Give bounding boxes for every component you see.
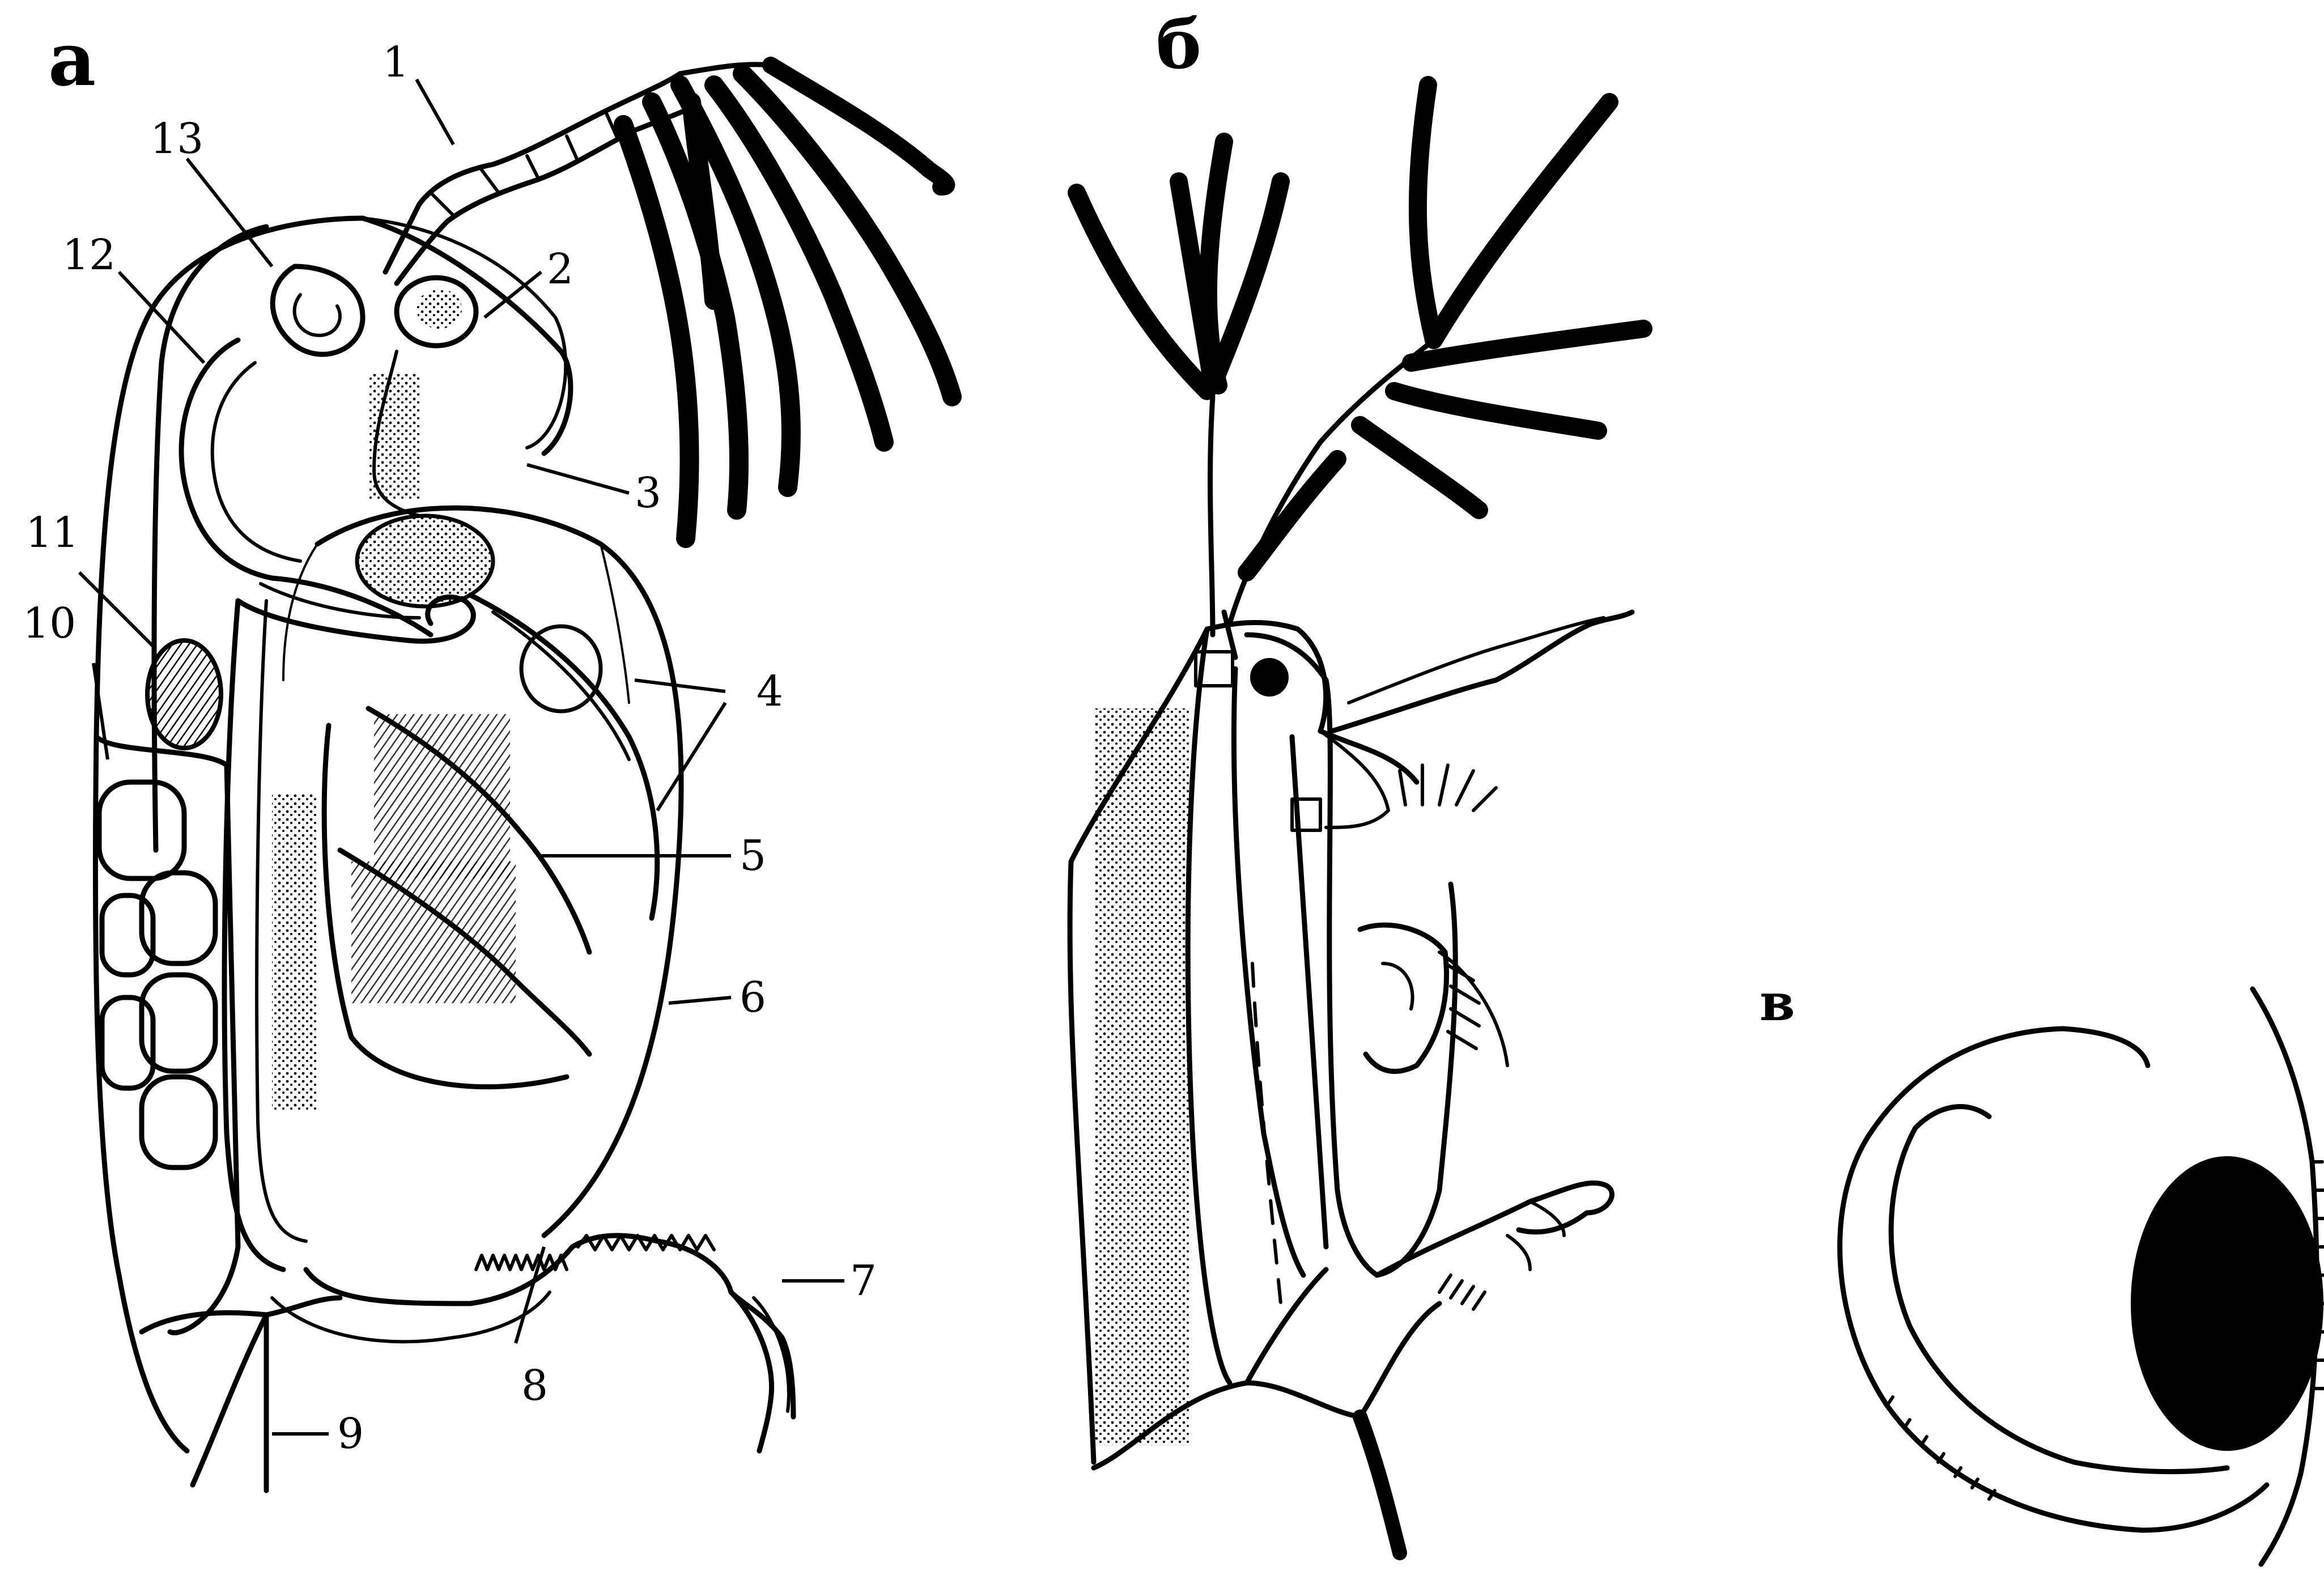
antenna-seta-b	[1360, 425, 1479, 510]
heart-organ	[147, 640, 221, 748]
label-7: 7	[850, 1256, 877, 1305]
leader-13	[187, 159, 272, 266]
abdomen-bristles-b	[1439, 1275, 1485, 1309]
second-antenna	[385, 65, 952, 538]
leader-1	[417, 79, 453, 145]
label-8: 8	[521, 1361, 548, 1410]
tail-spine-b	[1360, 1417, 1400, 1553]
panel-c-drawing: в	[1760, 973, 2324, 1564]
panel-label-a: а	[48, 16, 96, 103]
egg	[102, 997, 153, 1088]
label-2: 2	[547, 245, 573, 294]
panel-a-drawing: а	[23, 16, 952, 1491]
ovary-strand-inner	[493, 612, 629, 759]
claw	[731, 1292, 772, 1451]
label-5: 5	[740, 831, 766, 880]
label-11: 11	[26, 508, 79, 557]
leader-3	[527, 465, 629, 493]
antenna-seta-b	[1434, 102, 1609, 340]
trunk-limb-b	[1360, 925, 1447, 1071]
midgut-ball	[357, 516, 493, 606]
antenna-stem-b	[1210, 397, 1213, 635]
leg-setae-b	[1445, 963, 1479, 1048]
postabdomen-b	[1377, 1183, 1612, 1275]
thoracic-legs	[324, 708, 589, 1087]
panel-label-c: в	[1760, 973, 1795, 1033]
label-6: 6	[740, 973, 766, 1022]
egg	[142, 1077, 215, 1168]
small-antenna-b2	[1349, 618, 1604, 703]
antenna-stem-b2	[1230, 340, 1434, 623]
brain-ganglion	[368, 374, 419, 499]
antenna-tip	[680, 65, 771, 74]
egg	[99, 782, 184, 878]
body-inner-line	[283, 544, 317, 680]
shell-stipple-b	[1094, 708, 1190, 1445]
shell-gland-tube-inner	[213, 363, 300, 561]
gut-dash-b	[1252, 963, 1281, 1304]
shell-base	[142, 1298, 340, 1332]
label-4: 4	[757, 667, 783, 716]
leader-4b	[657, 703, 725, 810]
fan-setae-b	[1400, 765, 1496, 810]
antenna-joints	[431, 113, 618, 215]
head-b	[1207, 622, 1417, 782]
leader-6	[669, 997, 731, 1003]
gut-contents	[272, 793, 317, 1111]
shell-inner-b	[1188, 629, 1230, 1383]
label-13: 13	[150, 114, 203, 163]
antenna-seta-b	[1213, 181, 1281, 385]
body-b	[1247, 635, 1455, 1275]
leader-11	[79, 572, 153, 646]
compound-eye-pigment	[417, 289, 462, 329]
head-gland-loop	[273, 266, 363, 354]
panel-label-b: б	[1156, 5, 1201, 84]
eye-mass-c-core	[2204, 1213, 2267, 1338]
trunk-limb-b2	[1383, 963, 1413, 1009]
label-12: 12	[62, 231, 116, 279]
leader-4a	[635, 680, 725, 691]
label-3: 3	[635, 469, 661, 517]
label-10: 10	[23, 599, 76, 648]
egg	[102, 895, 153, 975]
head-gland-inner	[295, 295, 340, 336]
claw-b	[1507, 1202, 1564, 1270]
leg-setae	[351, 861, 516, 1003]
tail-line-b	[1247, 1270, 1326, 1383]
small-antenna-b	[1332, 612, 1632, 731]
antenna-seta-b	[1418, 85, 1434, 340]
label-1: 1	[383, 38, 409, 87]
leg-setae	[374, 714, 510, 878]
abdominal-setae	[476, 1255, 567, 1270]
postabdomen	[306, 1236, 793, 1417]
label-9: 9	[337, 1410, 364, 1458]
eye-b	[1250, 658, 1289, 697]
panel-b-drawing: б	[1070, 5, 1643, 1553]
tail-spine-left	[193, 1315, 266, 1485]
antenna-seta-b	[1247, 459, 1337, 572]
antenna-seta-b	[1394, 391, 1598, 431]
